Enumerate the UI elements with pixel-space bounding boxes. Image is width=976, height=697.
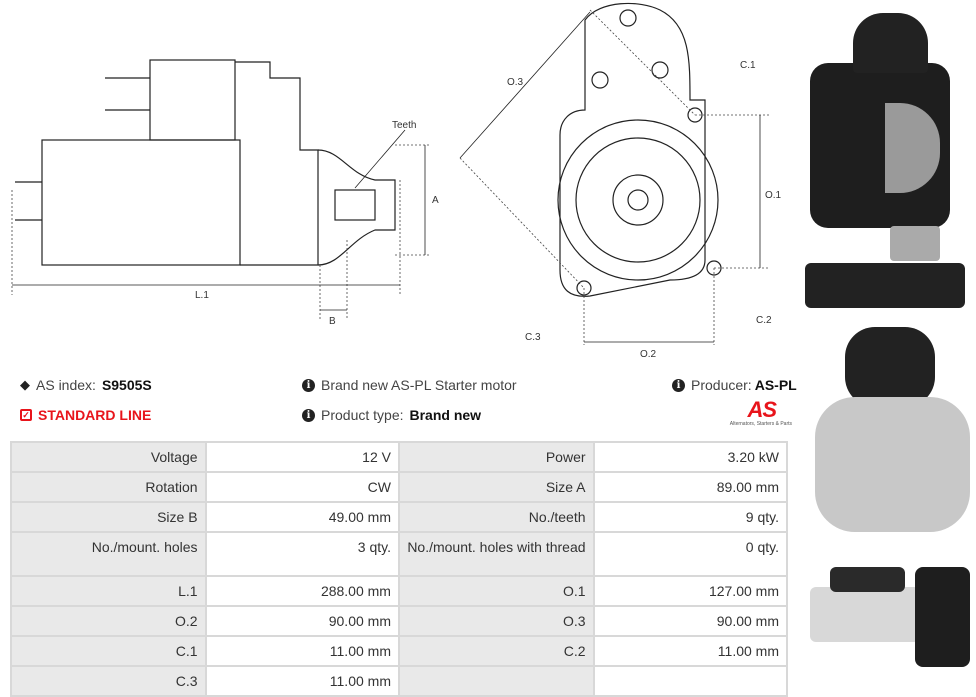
spec-value: 11.00 mm — [592, 635, 789, 667]
spec-label: Size A — [397, 471, 595, 503]
checkbox-icon: ✓ — [20, 409, 32, 421]
product-type-label: Product type: — [321, 407, 404, 423]
info-icon: i — [302, 408, 315, 422]
spec-label: L.1 — [10, 575, 207, 607]
spec-label: C.1 — [10, 635, 207, 667]
spec-label: Power — [397, 441, 595, 473]
product-photos-top — [805, 8, 970, 318]
spec-value: CW — [204, 471, 400, 503]
photo-rear-view — [815, 397, 970, 532]
standard-line-badge: ✓ STANDARD LINE — [20, 407, 151, 423]
spec-label: C.2 — [397, 635, 595, 667]
spec-label: No./teeth — [397, 501, 595, 533]
spec-value: 89.00 mm — [592, 471, 789, 503]
spec-value: 9 qty. — [592, 501, 789, 533]
tag-icon: ◆ — [20, 377, 30, 392]
photo-side-view-2 — [810, 587, 920, 642]
label-c2: C.2 — [756, 315, 772, 326]
as-index-label: AS index: — [36, 377, 96, 393]
spec-value: 90.00 mm — [204, 605, 400, 637]
logo-tagline: Alternators, Starters & Parts — [729, 421, 792, 427]
label-o2: O.2 — [640, 349, 657, 360]
spec-label: Size B — [10, 501, 207, 533]
spec-label: No./mount. holes with thread — [397, 531, 595, 577]
product-type-value: Brand new — [409, 407, 482, 423]
as-index-value: S9505S — [101, 377, 152, 393]
product-photos-bottom — [805, 322, 970, 682]
spec-label: Voltage — [10, 441, 207, 473]
label-o1: O.1 — [765, 190, 782, 201]
spec-value: 127.00 mm — [592, 575, 789, 607]
side-view-drawing: Teeth A B L.1 — [11, 59, 439, 327]
spec-label: O.1 — [397, 575, 595, 607]
producer: i Producer:AS-PL — [672, 377, 797, 393]
logo-mark: AS — [747, 397, 777, 422]
spec-label: Rotation — [10, 471, 207, 503]
spec-value: 11.00 mm — [204, 635, 400, 667]
label-c1: C.1 — [740, 60, 756, 71]
spec-value: 0 qty. — [592, 531, 789, 577]
spec-value: 12 V — [204, 441, 400, 473]
label-a: A — [432, 195, 439, 206]
producer-label: Producer: — [691, 377, 752, 393]
as-index: ◆ AS index: S9505S — [20, 377, 152, 393]
standard-line-label: STANDARD LINE — [38, 407, 152, 423]
description-text: Brand new AS-PL Starter motor — [321, 377, 517, 393]
spec-value: 49.00 mm — [204, 501, 400, 533]
label-o3: O.3 — [507, 77, 524, 88]
spec-value: 3.20 kW — [592, 441, 789, 473]
front-view-drawing: C.1 O.1 O.3 C.2 C.3 O.2 — [459, 2, 782, 360]
label-b: B — [329, 316, 336, 327]
info-icon: i — [302, 378, 315, 392]
spec-value: 3 qty. — [204, 531, 400, 577]
label-c3: C.3 — [525, 332, 541, 343]
spec-label: No./mount. holes — [10, 531, 207, 577]
label-l1: L.1 — [195, 290, 209, 301]
spec-label: O.2 — [10, 605, 207, 637]
spec-value: 288.00 mm — [204, 575, 400, 607]
product-type: i Product type: Brand new — [302, 407, 481, 423]
spec-label: O.3 — [397, 605, 595, 637]
photo-solenoid-view — [845, 327, 935, 407]
label-teeth: Teeth — [392, 120, 416, 131]
photo-side-view — [805, 263, 965, 308]
producer-value: AS-PL — [754, 377, 797, 393]
spec-value: 90.00 mm — [592, 605, 789, 637]
description: i Brand new AS-PL Starter motor — [302, 377, 517, 393]
as-pl-logo: AS Alternators, Starters & Parts — [700, 397, 792, 428]
info-icon: i — [672, 378, 685, 392]
